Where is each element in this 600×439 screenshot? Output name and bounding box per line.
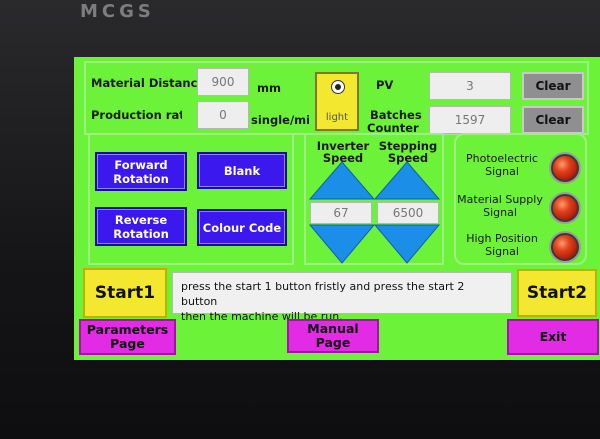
production-rate-label: Production rate xyxy=(91,108,182,122)
light-toggle[interactable]: light xyxy=(315,72,359,131)
batches-counter-field: 1597 xyxy=(429,106,511,134)
colour-code-button[interactable]: Colour Code xyxy=(197,209,287,246)
blank-button[interactable]: Blank xyxy=(197,152,287,189)
speed-adjust-arrows xyxy=(308,161,441,264)
brand-logo: MCGS xyxy=(80,1,155,22)
inverter-speed-down-icon xyxy=(308,224,376,264)
material-supply-signal-lamp xyxy=(551,194,579,222)
high-position-signal-label: High Position Signal xyxy=(466,232,538,258)
instruction-line-1: press the start 1 button fristly and pre… xyxy=(181,280,465,308)
forward-rotation-button[interactable]: Forward Rotation xyxy=(95,152,187,191)
production-rate-field[interactable]: 0 xyxy=(197,101,249,129)
stepping-speed-up-button[interactable] xyxy=(375,162,439,199)
stepping-speed-down-icon xyxy=(373,224,441,264)
start1-button[interactable]: Start1 xyxy=(83,268,167,318)
material-distance-unit: mm xyxy=(257,81,281,95)
start2-button[interactable]: Start2 xyxy=(517,269,597,317)
batches-counter-label-1: Batches xyxy=(370,108,422,122)
stepping-speed-down-button[interactable] xyxy=(375,225,439,263)
light-radio-icon xyxy=(331,80,345,94)
inverter-speed-up-icon xyxy=(308,161,376,200)
inverter-speed-down-button[interactable] xyxy=(310,225,374,263)
clear-batches-button[interactable]: Clear xyxy=(522,106,584,134)
exit-button[interactable]: Exit xyxy=(507,319,599,355)
light-label: light xyxy=(325,112,349,123)
reverse-rotation-button[interactable]: Reverse Rotation xyxy=(95,207,187,246)
pv-field: 3 xyxy=(429,72,511,100)
material-distance-field[interactable]: 900 xyxy=(197,68,249,96)
batches-counter-label-2: Counter xyxy=(367,121,419,135)
parameters-page-button[interactable]: Parameters Page xyxy=(79,319,176,355)
photoelectric-signal-lamp xyxy=(551,154,579,182)
stepping-speed-label: Stepping Speed xyxy=(378,139,438,165)
production-rate-unit: single/min xyxy=(251,113,309,127)
hmi-screen: Material Distance 900 mm Production rate… xyxy=(74,57,600,360)
pv-label: PV xyxy=(376,78,394,92)
inverter-speed-label: Inverter Speed xyxy=(316,139,370,165)
speed-panel xyxy=(304,133,444,265)
stepping-speed-field[interactable]: 6500 xyxy=(377,202,439,224)
signals-panel xyxy=(454,133,587,265)
photoelectric-signal-label: Photoelectric Signal xyxy=(466,152,538,178)
material-supply-signal-label: Material Supply Signal xyxy=(457,193,543,219)
clear-pv-button[interactable]: Clear xyxy=(522,72,584,100)
inverter-speed-up-button[interactable] xyxy=(310,162,374,199)
material-distance-label: Material Distance xyxy=(91,76,197,90)
rotation-panel xyxy=(88,133,294,265)
instruction-message: press the start 1 button fristly and pre… xyxy=(172,272,512,323)
stepping-speed-up-icon xyxy=(373,161,441,200)
high-position-signal-lamp xyxy=(551,233,579,261)
inverter-speed-field[interactable]: 67 xyxy=(310,202,372,224)
manual-page-button[interactable]: Manual Page xyxy=(287,319,379,353)
